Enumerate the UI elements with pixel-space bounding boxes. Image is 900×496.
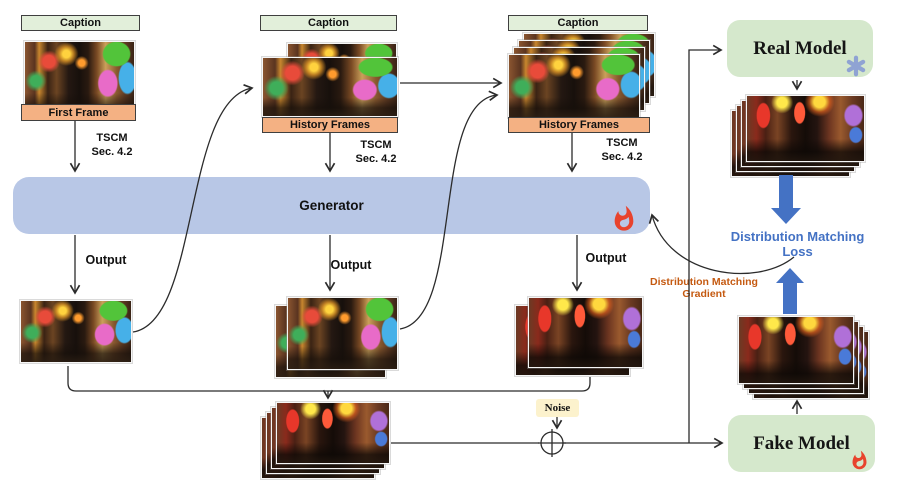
tscm-label-2: TSCM Sec. 4.2 (350, 138, 402, 166)
caption-box-1: Caption (21, 15, 140, 31)
noise-label: Noise (544, 402, 571, 414)
distribution-matching-loss-label: Distribution Matching Loss (730, 229, 865, 259)
generator-box: Generator (13, 177, 650, 234)
caption-label-2: Caption (308, 17, 349, 29)
noise-box: Noise (536, 399, 579, 417)
history-frames-label-3: History Frames (538, 119, 620, 131)
tscm-sec-text-2: Sec. 4.2 (355, 153, 397, 165)
distribution-matching-gradient-label: Distribution Matching Gradient (650, 276, 758, 300)
tscm-sec-text-3: Sec. 4.2 (601, 151, 643, 163)
tscm-text-1: TSCM (96, 132, 128, 144)
tscm-label-1: TSCM Sec. 4.2 (86, 131, 138, 159)
fake-frames-front (738, 316, 854, 384)
output-label-1: Output (85, 253, 127, 267)
tscm-text-2: TSCM (360, 139, 392, 151)
history-frames-label-box-2: History Frames (262, 117, 398, 133)
first-frame-label: First Frame (48, 106, 109, 119)
real-frames-front (746, 95, 865, 162)
output-stack-3-front (528, 297, 643, 368)
caption-label-3: Caption (557, 17, 599, 29)
fake-model-label: Fake Model (753, 432, 850, 454)
thick-arrow-fake-to-loss (776, 268, 804, 314)
flame-icon (614, 205, 634, 231)
output-stack-2-front (287, 297, 398, 370)
output-image-1 (20, 300, 132, 363)
thick-arrow-real-to-loss (771, 175, 801, 224)
history-frames-3-front (508, 54, 640, 118)
caption-box-2: Caption (260, 15, 397, 31)
tscm-label-3: TSCM Sec. 4.2 (596, 136, 648, 164)
output-label-3: Output (585, 251, 627, 265)
generator-label: Generator (299, 198, 364, 213)
history-frames-label-2: History Frames (289, 119, 371, 131)
history-frames-2-front (262, 57, 398, 117)
sum-plus (538, 429, 566, 457)
caption-label-1: Caption (60, 17, 101, 29)
tscm-sec-text-1: Sec. 4.2 (91, 146, 133, 158)
caption-box-3: Caption (508, 15, 648, 31)
real-model-label: Real Model (753, 37, 847, 59)
real-model-box: Real Model (727, 20, 873, 77)
flame-icon (852, 450, 867, 470)
collected-frames-front (276, 402, 390, 464)
snowflake-icon (846, 55, 866, 77)
output-label-2: Output (330, 258, 372, 272)
first-frame-label-box: First Frame (21, 104, 136, 121)
fake-model-box: Fake Model (728, 415, 875, 472)
sum-circle (540, 431, 564, 455)
history-frames-label-box-3: History Frames (508, 117, 650, 133)
tscm-text-3: TSCM (606, 137, 638, 149)
